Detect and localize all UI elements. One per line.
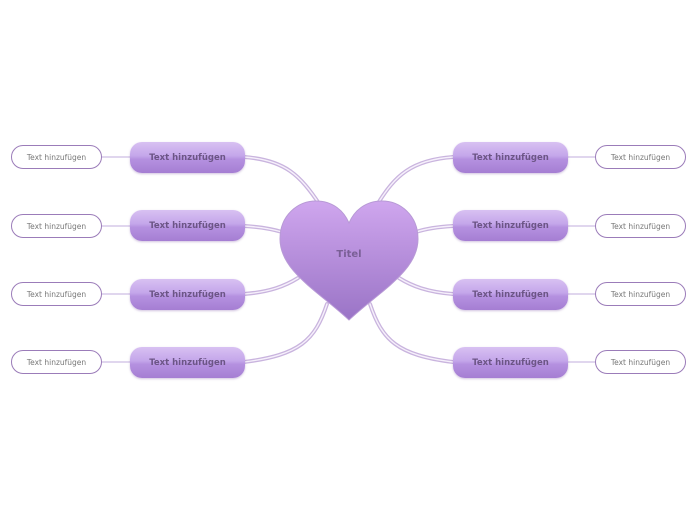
central-topic-title: Titel bbox=[336, 249, 362, 260]
leaf-right-3[interactable]: Text hinzufügen bbox=[595, 282, 686, 306]
connector-left-2-inner bbox=[243, 225, 283, 233]
leaf-right-2[interactable]: Text hinzufügen bbox=[595, 214, 686, 238]
connector-left-2 bbox=[242, 224, 284, 234]
branch-left-2[interactable]: Text hinzufügen bbox=[130, 210, 245, 241]
connector-right-2-inner bbox=[415, 225, 454, 233]
connector-left-1 bbox=[242, 155, 322, 207]
branch-right-2[interactable]: Text hinzufügen bbox=[453, 210, 568, 241]
branch-left-3[interactable]: Text hinzufügen bbox=[130, 279, 245, 310]
connector-right-2 bbox=[414, 224, 455, 234]
leaf-left-3[interactable]: Text hinzufügen bbox=[11, 282, 102, 306]
branch-right-4[interactable]: Text hinzufügen bbox=[453, 347, 568, 378]
branch-left-4[interactable]: Text hinzufügen bbox=[130, 347, 245, 378]
branch-right-1[interactable]: Text hinzufügen bbox=[453, 142, 568, 173]
connector-right-1-inner bbox=[376, 156, 454, 206]
leaf-right-4[interactable]: Text hinzufügen bbox=[595, 350, 686, 374]
branch-left-1[interactable]: Text hinzufügen bbox=[130, 142, 245, 173]
leaf-right-1[interactable]: Text hinzufügen bbox=[595, 145, 686, 169]
branch-right-3[interactable]: Text hinzufügen bbox=[453, 279, 568, 310]
connector-left-1-inner bbox=[243, 156, 321, 206]
connector-right-1 bbox=[375, 155, 455, 207]
leaf-left-4[interactable]: Text hinzufügen bbox=[11, 350, 102, 374]
leaf-left-1[interactable]: Text hinzufügen bbox=[11, 145, 102, 169]
central-topic-heart[interactable]: Titel bbox=[278, 199, 420, 323]
leaf-left-2[interactable]: Text hinzufügen bbox=[11, 214, 102, 238]
heart-icon bbox=[279, 200, 419, 321]
